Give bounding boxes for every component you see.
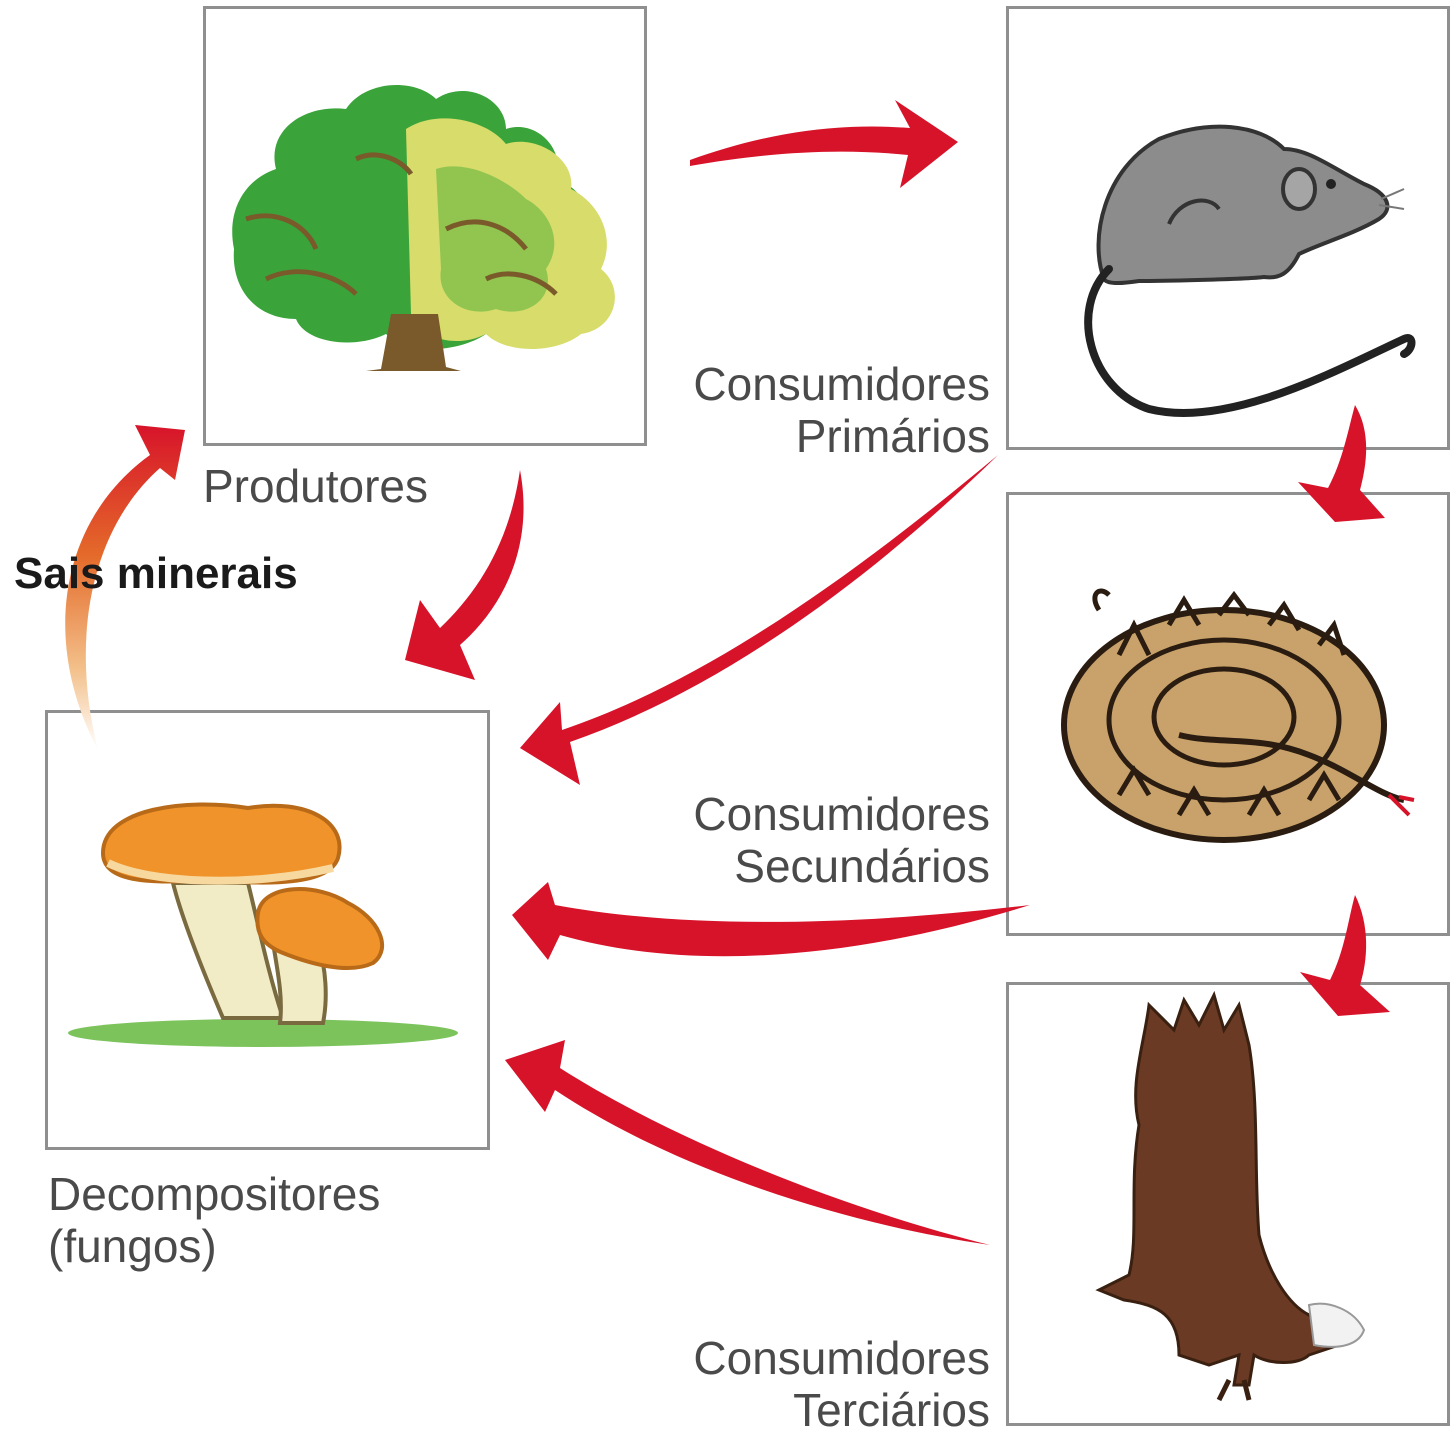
arrow-primary-to-decomposers <box>520 455 998 785</box>
decomposers-label-line1: Decompositores <box>48 1168 380 1220</box>
primary-consumers-label: Consumidores Primários <box>640 358 990 462</box>
tertiary-consumers-label: Consumidores Terciários <box>640 1332 990 1436</box>
arrow-producers-to-primary <box>690 100 958 188</box>
secondary-consumers-label: Consumidores Secundários <box>640 788 990 892</box>
primary-label-line1: Consumidores <box>640 358 990 410</box>
arrow-tertiary-to-decomposers <box>505 1040 990 1245</box>
minerals-label: Sais minerais <box>14 548 298 600</box>
tertiary-label-line1: Consumidores <box>640 1332 990 1384</box>
arrow-primary-to-secondary <box>1298 405 1385 522</box>
arrow-secondary-to-tertiary <box>1300 895 1390 1016</box>
arrow-secondary-to-decomposers <box>512 882 1030 960</box>
secondary-label-line2: Secundários <box>640 840 990 892</box>
primary-label-line2: Primários <box>640 410 990 462</box>
secondary-label-line1: Consumidores <box>640 788 990 840</box>
decomposers-label: Decompositores (fungos) <box>48 1168 380 1272</box>
tertiary-label-line2: Terciários <box>640 1384 990 1436</box>
decomposers-label-line2: (fungos) <box>48 1220 380 1272</box>
producers-label: Produtores <box>203 460 428 512</box>
